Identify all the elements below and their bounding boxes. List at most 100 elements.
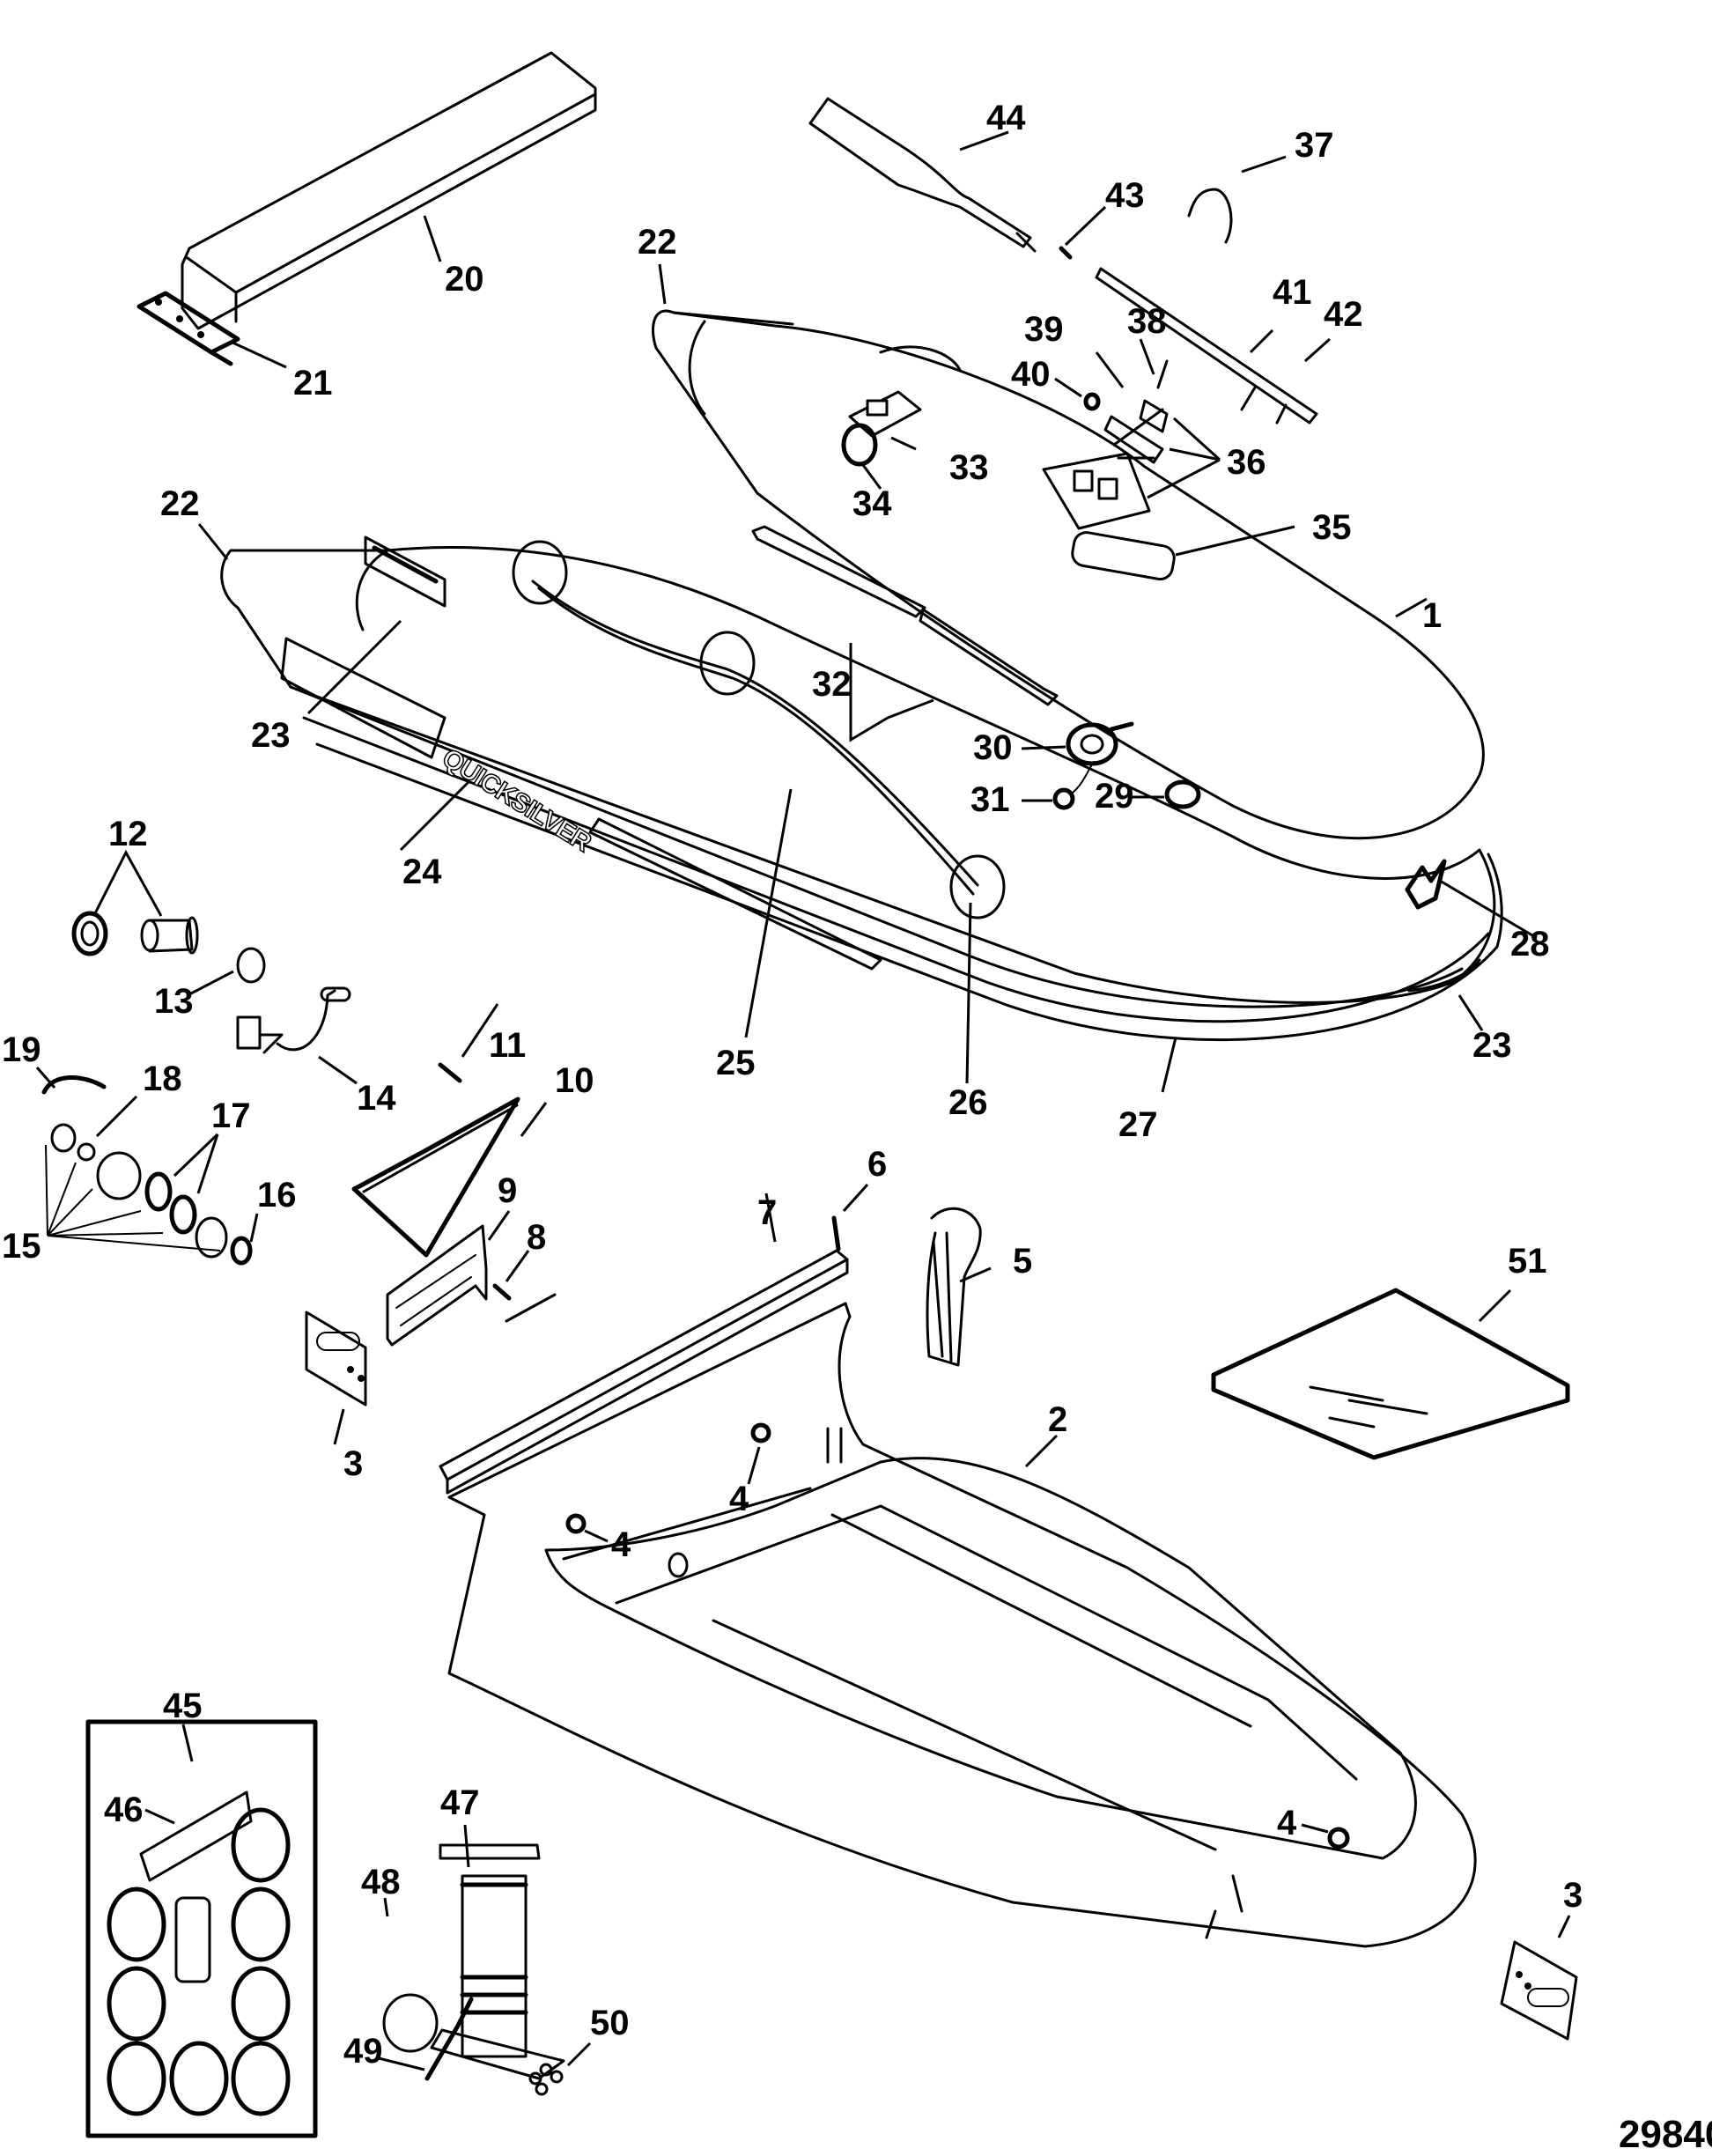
leader-10	[520, 1102, 548, 1137]
leader-26	[965, 902, 972, 1084]
callout-42: 42	[1324, 295, 1363, 334]
part-screw-6	[831, 1215, 841, 1252]
callout-40: 40	[1011, 355, 1051, 394]
leader-17	[173, 1133, 219, 1194]
callout-10: 10	[555, 1061, 594, 1100]
part-lifeline-rope	[512, 540, 1006, 919]
part-handle-side	[364, 535, 446, 608]
callout-49: 49	[343, 2032, 383, 2071]
callout-6: 6	[867, 1145, 887, 1184]
callout-25: 25	[716, 1044, 756, 1082]
callout-14: 14	[357, 1079, 396, 1118]
callout-4b: 4	[611, 1525, 631, 1564]
part-plug	[236, 947, 266, 984]
callout-45: 45	[163, 1687, 203, 1725]
part-storage-bag	[1211, 1288, 1570, 1460]
leader-24	[399, 780, 470, 852]
part-valve-cap	[1052, 761, 1095, 810]
leader-12	[93, 849, 163, 917]
callout-24: 24	[402, 853, 442, 891]
callout-23a: 23	[251, 716, 291, 755]
leader-25	[744, 788, 793, 1038]
leader-28	[1439, 879, 1538, 940]
leader-6	[842, 1183, 869, 1213]
leader-18	[95, 1095, 138, 1138]
leader-44	[959, 130, 1009, 151]
part-pump-hose	[424, 1997, 474, 2081]
callout-19: 19	[2, 1030, 41, 1069]
callout-43: 43	[1105, 176, 1145, 215]
callout-11: 11	[489, 1026, 526, 1065]
part-keel-strip	[926, 1207, 982, 1367]
part-foot-pump	[430, 1843, 565, 2080]
callout-12: 12	[108, 815, 148, 853]
part-clip	[1059, 246, 1073, 260]
part-transom-board	[351, 1096, 520, 1258]
callout-48: 48	[361, 1863, 401, 1901]
part-seat-strips	[751, 525, 1059, 706]
callout-51: 51	[1508, 1242, 1547, 1281]
part-seat-bracket	[137, 291, 240, 366]
callout-20: 20	[445, 260, 484, 299]
part-fitting-plate-left	[305, 1311, 367, 1407]
part-handle-strap	[1071, 531, 1176, 581]
leader-8	[505, 1250, 530, 1282]
callout-37: 37	[1295, 126, 1334, 165]
svg-text:QUICKSILVER: QUICKSILVER	[437, 743, 596, 858]
part-oarlock-base	[848, 390, 922, 438]
part-floor-hull	[447, 1302, 1477, 1948]
leader-4b	[584, 1529, 609, 1543]
callout-3a: 3	[343, 1444, 363, 1483]
part-tube-lower	[220, 546, 1503, 1042]
leader-47	[463, 1824, 470, 1868]
part-bailer-plate	[386, 1224, 557, 1347]
callout-47: 47	[440, 1783, 480, 1822]
callout-22b: 22	[160, 484, 200, 523]
leader-48	[383, 1897, 389, 1917]
part-oar-shaft	[1095, 267, 1318, 425]
part-valve-assembly	[41, 1075, 253, 1266]
callout-7: 7	[757, 1193, 777, 1232]
part-tether-cord	[1187, 188, 1233, 244]
leader-4c	[1301, 1823, 1329, 1834]
callout-36: 36	[1227, 443, 1266, 482]
leader-45	[181, 1724, 194, 1762]
callout-27: 27	[1118, 1105, 1158, 1144]
part-plug-with-tether	[236, 986, 351, 1054]
part-valve-adapters	[528, 2063, 564, 2096]
part-ring	[841, 423, 878, 467]
callout-26: 26	[948, 1083, 988, 1122]
part-logo-decal	[1405, 859, 1447, 910]
callout-21: 21	[293, 364, 333, 402]
part-drain-fitting-b	[565, 1513, 587, 1534]
callout-38: 38	[1127, 302, 1167, 341]
leader-23b	[1457, 994, 1484, 1031]
callout-41: 41	[1273, 273, 1312, 312]
leader-22a	[658, 263, 667, 305]
leader-4a	[747, 1446, 761, 1485]
leader-49	[378, 2056, 425, 2071]
leader-50	[566, 2042, 592, 2067]
part-oar-blade	[808, 97, 1037, 253]
part-drain-plug-assembly	[71, 911, 199, 956]
part-pressure-gauge	[382, 1993, 439, 2053]
leader-46	[144, 1808, 175, 1825]
leader-39	[1095, 351, 1125, 388]
callout-13: 13	[154, 982, 194, 1021]
part-drain-fitting-a	[750, 1422, 771, 1443]
leader-9	[487, 1210, 511, 1241]
callout-50: 50	[590, 2004, 630, 2042]
part-inflatable-tube-hull	[652, 309, 1485, 840]
callout-1: 1	[1422, 596, 1442, 635]
part-seat-bench	[181, 51, 597, 330]
part-fitting-plate-right	[1500, 1940, 1578, 2041]
leader-33	[890, 436, 917, 451]
leader-36	[1147, 417, 1221, 499]
callout-23b: 23	[1472, 1026, 1512, 1065]
leader-20	[423, 215, 442, 262]
leader-7	[764, 1192, 777, 1243]
callout-17: 17	[211, 1096, 251, 1135]
callout-31: 31	[970, 780, 1010, 819]
part-transom-rail	[439, 1249, 849, 1495]
